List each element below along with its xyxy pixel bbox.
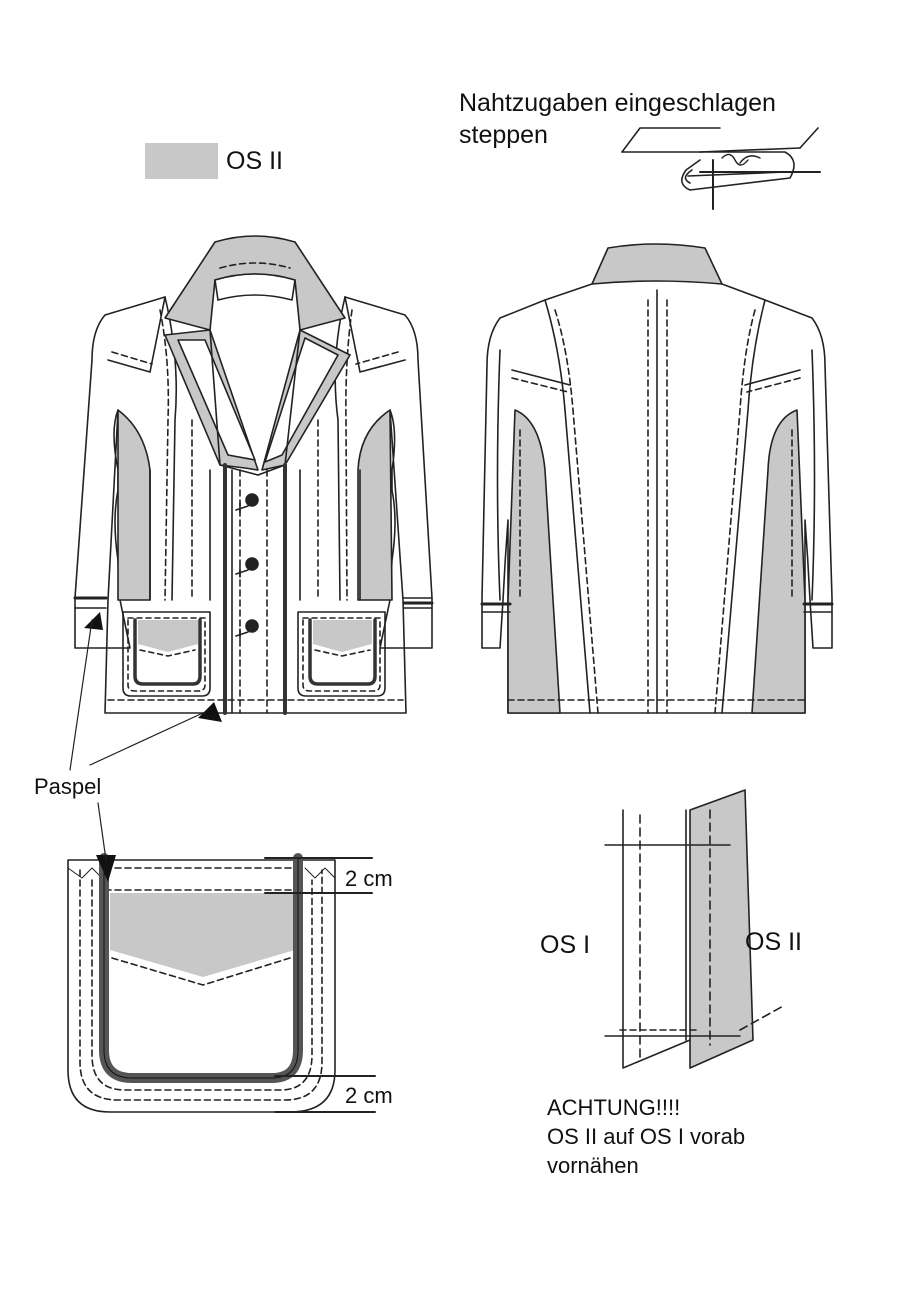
jacket-back-view xyxy=(480,243,834,714)
jacket-front-view xyxy=(69,235,434,771)
legend-label: OS II xyxy=(226,147,283,175)
seam-detail-illustration xyxy=(621,127,821,210)
paspel-arrow-sleeve xyxy=(84,612,103,630)
paspel-label: Paspel xyxy=(34,774,102,799)
pocket-detail xyxy=(67,802,376,1113)
measure-bottom-label: 2 cm xyxy=(345,1083,393,1108)
measure-top-label: 2 cm xyxy=(345,866,393,891)
warning-line2: OS II auf OS I vorab xyxy=(547,1124,746,1149)
button-3 xyxy=(245,619,259,633)
button-1 xyxy=(245,493,259,507)
seam-note-line2: steppen xyxy=(459,121,548,149)
legend-swatch xyxy=(145,143,218,179)
paspel-arrow-pocket xyxy=(96,855,116,882)
warning-line3: vornähen xyxy=(547,1153,639,1178)
front-pocket-right xyxy=(297,611,386,697)
button-2 xyxy=(245,557,259,571)
panel-os-i-label: OS I xyxy=(540,931,591,959)
front-pocket-left xyxy=(122,611,211,697)
seam-note-line1: Nahtzugaben eingeschlagen xyxy=(459,89,776,117)
panel-os-ii xyxy=(689,789,754,1069)
paspel-arrow-hem xyxy=(198,702,222,722)
warning-line1: ACHTUNG!!!! xyxy=(547,1095,681,1120)
panel-os-ii-label: OS II xyxy=(745,928,802,956)
seam-panel-diagram xyxy=(604,789,786,1069)
